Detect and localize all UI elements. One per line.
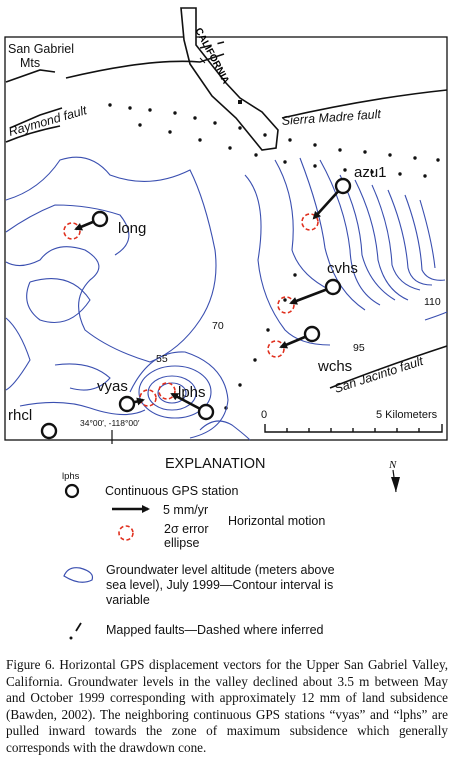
contour-label: 70 [212, 320, 224, 332]
san-gabriel-mts-label: Mts [20, 56, 40, 70]
legend-groundwater-3: variable [106, 593, 150, 607]
explanation-title: EXPLANATION [165, 456, 265, 472]
coordinates-label: 34°00′, -118°00′ [80, 418, 140, 428]
station-label-cvhs: cvhs [327, 260, 358, 277]
san-gabriel-label: San Gabriel [8, 42, 74, 56]
legend-fault-dot [69, 636, 73, 640]
map-figure: CALIFORNIA [4, 7, 448, 640]
sierra-madre-fault-label: Sierra Madre fault [281, 107, 382, 128]
legend-contour-symbol [63, 567, 94, 583]
legend-groundwater-2: sea level), July 1999—Contour interval i… [106, 578, 333, 592]
contour-label: 95 [353, 342, 365, 354]
legend-station-symbol [64, 483, 80, 499]
inferred-fault-dots [108, 103, 440, 410]
station-long [91, 210, 109, 228]
station-azu1 [334, 177, 352, 195]
station-cvhs [324, 278, 342, 296]
legend-station-example: lphs [62, 471, 80, 482]
scale-bar [264, 424, 443, 433]
legend-horizontal-motion: Horizontal motion [228, 514, 325, 528]
legend-error-text-1: 2σ error [164, 522, 209, 536]
faults [5, 41, 448, 389]
error-ellipses [63, 213, 319, 407]
north-arrow: N [388, 459, 400, 493]
map-frame [4, 36, 448, 441]
station-label-lphs: lphs [178, 384, 206, 401]
scale-start-label: 0 [261, 409, 267, 421]
contour-labels: 70 55 95 110 [156, 296, 441, 365]
station-label-azu1: azu1 [354, 164, 387, 181]
legend-faults-text: Mapped faults—Dashed where inferred [106, 623, 324, 637]
scale-end-label: 5 Kilometers [376, 409, 438, 421]
contour-label: 55 [156, 353, 168, 365]
legend-vector-text: 5 mm/yr [163, 503, 208, 517]
station-rhcl [40, 422, 58, 440]
station-label-vyas: vyas [97, 378, 128, 395]
figure-caption: Figure 6. Horizontal GPS displacement ve… [6, 657, 448, 755]
gps-stations [40, 177, 352, 440]
groundwater-contours [5, 156, 448, 441]
legend-groundwater-1: Groundwater level altitude (meters above [106, 563, 335, 577]
station-labels: azu1 long cvhs wchs vyas lphs rhcl [8, 164, 387, 424]
legend-error-ellipse [118, 525, 134, 541]
station-wchs [303, 325, 321, 343]
raymond-fault-label: Raymond fault [7, 103, 89, 139]
station-lphs [197, 403, 215, 421]
legend-error-text-2: ellipse [164, 536, 199, 550]
station-vyas [118, 395, 136, 413]
legend-station-text: Continuous GPS station [105, 484, 238, 498]
california-inset: CALIFORNIA [180, 7, 279, 151]
contour-label: 110 [424, 296, 441, 308]
station-label-rhcl: rhcl [8, 407, 32, 424]
legend-fault-line [75, 622, 82, 632]
station-label-long: long [118, 220, 146, 237]
station-label-wchs: wchs [317, 358, 352, 375]
north-label: N [388, 459, 397, 471]
